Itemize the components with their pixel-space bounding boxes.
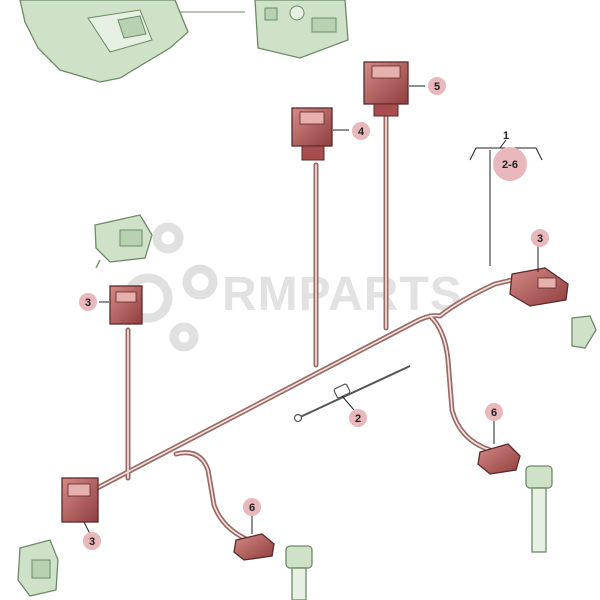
callout-5: 5 [434,81,440,93]
callout-3-right: 3 [537,233,543,245]
wiring-harness [75,109,523,543]
connector-5 [363,61,409,117]
callout-3-left-lower: 3 [89,536,95,548]
bottom-left-switch-illustration [17,539,59,597]
watermark: RMPARTS [123,222,463,352]
switch-unit-illustration [94,214,153,269]
dashboard-panel-illustration [19,0,349,83]
callout-4: 4 [358,126,365,138]
callout-6-bottom: 6 [249,502,255,514]
callout-3-left-upper: 3 [85,297,91,309]
connector-4 [291,107,333,161]
callout-bubbles [79,77,549,550]
connector-3-right [509,267,569,307]
connector-3-left-upper [109,285,143,325]
connector-6-right [477,443,521,475]
gear-cluster-icon [123,222,218,352]
callout-2: 2 [355,413,361,425]
callout-1-range: 2-6 [502,159,518,171]
sensor-right [525,465,553,553]
callout-1: 1 [503,130,509,142]
cable-tie [293,365,411,423]
connector-6-bottom [233,533,275,561]
watermark-text: RMPARTS [222,268,463,321]
callout-6-right: 6 [491,407,497,419]
right-edge-component [571,315,597,349]
connector-3-left-lower [61,477,99,523]
sensor-bottom [285,545,313,600]
